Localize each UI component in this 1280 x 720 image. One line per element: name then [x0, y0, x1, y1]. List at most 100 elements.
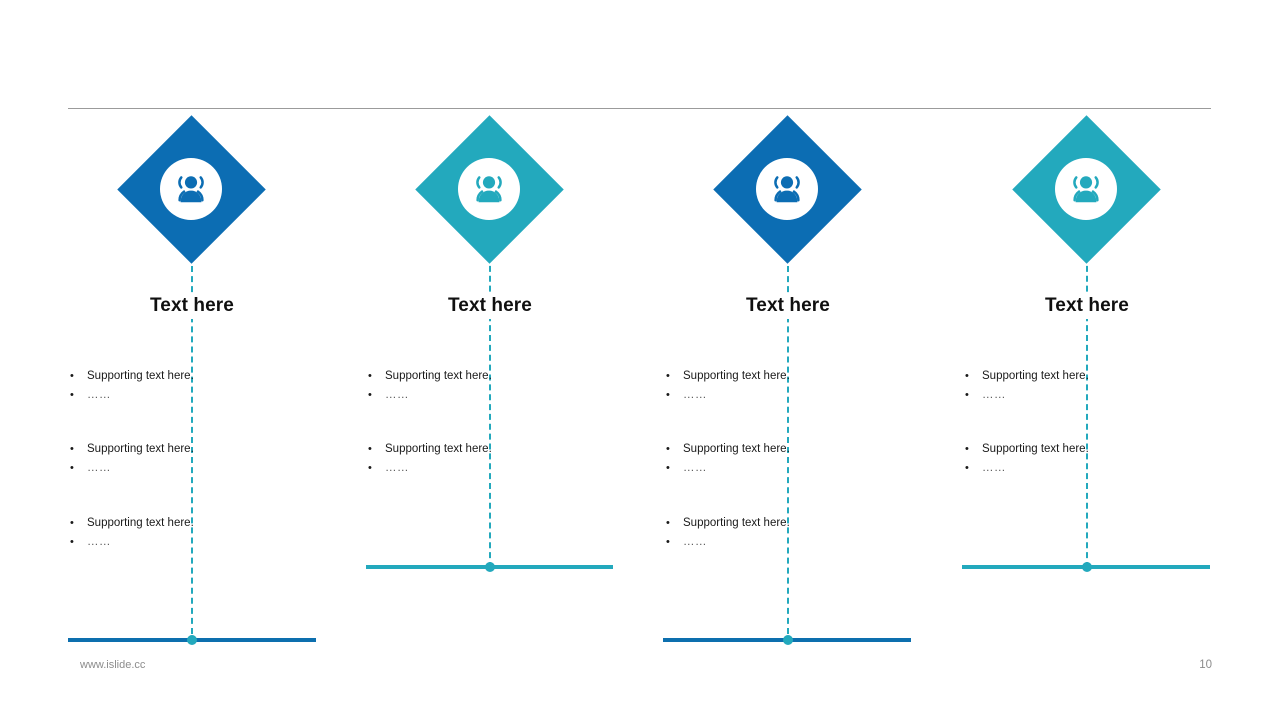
slide-page-number: 10 — [1199, 659, 1212, 671]
bullet-text: …… — [385, 389, 409, 401]
list-item: • Supporting text here. — [666, 369, 916, 384]
bullet-group: • Supporting text here. • …… — [368, 442, 618, 480]
dashed-connector-line — [1086, 256, 1088, 568]
bullet-marker-icon: • — [70, 370, 74, 382]
icon-circle — [458, 158, 520, 220]
bullet-marker-icon: • — [368, 462, 372, 474]
bullet-text: …… — [683, 462, 707, 474]
connector-node-dot — [485, 562, 495, 572]
bullet-text: …… — [385, 462, 409, 474]
connector-node-dot — [783, 635, 793, 645]
list-item: • …… — [965, 388, 1215, 403]
bullet-text: …… — [87, 389, 111, 401]
diamond-badge-2[interactable] — [414, 114, 564, 264]
column-heading: Text here — [42, 293, 342, 319]
people-group-icon — [178, 176, 204, 203]
bullet-marker-icon: • — [666, 462, 670, 474]
bullet-marker-icon: • — [70, 517, 74, 529]
list-item: • Supporting text here. — [965, 369, 1215, 384]
bullet-marker-icon: • — [70, 462, 74, 474]
bullet-text: Supporting text here. — [385, 370, 492, 382]
list-item: • …… — [70, 388, 320, 403]
bullet-group: • Supporting text here. • …… — [70, 516, 320, 554]
infographic-column-1[interactable]: Text here • Supporting text here. • …… •… — [42, 0, 342, 720]
bullet-text: …… — [683, 536, 707, 548]
column-heading: Text here — [340, 293, 640, 319]
list-item: • …… — [70, 461, 320, 476]
bullet-marker-icon: • — [965, 389, 969, 401]
list-item: • Supporting text here. — [965, 442, 1215, 457]
icon-circle — [160, 158, 222, 220]
bullet-text: Supporting text here. — [683, 370, 790, 382]
bullet-text: Supporting text here. — [87, 370, 194, 382]
dashed-connector-line — [787, 256, 789, 644]
bullet-group: • Supporting text here. • …… — [368, 369, 618, 407]
bullet-marker-icon: • — [70, 389, 74, 401]
bullet-group: • Supporting text here. • …… — [666, 369, 916, 407]
diamond-badge-4[interactable] — [1011, 114, 1161, 264]
bullet-marker-icon: • — [666, 443, 670, 455]
top-divider-rule — [68, 108, 1211, 109]
bullet-text: Supporting text here. — [683, 517, 790, 529]
icon-circle — [756, 158, 818, 220]
list-item: • …… — [965, 461, 1215, 476]
people-group-icon — [476, 176, 502, 203]
bullet-marker-icon: • — [368, 370, 372, 382]
people-group-icon — [774, 176, 800, 203]
bullet-group: • Supporting text here. • …… — [965, 442, 1215, 480]
bullet-text: …… — [982, 462, 1006, 474]
bullet-marker-icon: • — [368, 389, 372, 401]
list-item: • …… — [70, 535, 320, 550]
connector-node-dot — [187, 635, 197, 645]
bullet-text: …… — [683, 389, 707, 401]
bullet-text: Supporting text here. — [87, 517, 194, 529]
bullet-text: Supporting text here. — [982, 370, 1089, 382]
column-heading: Text here — [638, 293, 938, 319]
people-group-icon — [1073, 176, 1099, 203]
bullet-text: …… — [87, 536, 111, 548]
list-item: • Supporting text here. — [666, 442, 916, 457]
footer-url[interactable]: www.islide.cc — [80, 659, 146, 671]
diamond-badge-1[interactable] — [116, 114, 266, 264]
bullet-marker-icon: • — [70, 443, 74, 455]
dashed-connector-line — [489, 256, 491, 568]
list-item: • Supporting text here. — [368, 369, 618, 384]
bullet-marker-icon: • — [965, 462, 969, 474]
list-item: • Supporting text here. — [70, 369, 320, 384]
bullet-group: • Supporting text here. • …… — [666, 442, 916, 480]
bullet-text: Supporting text here. — [982, 443, 1089, 455]
list-item: • …… — [666, 388, 916, 403]
connector-node-dot — [1082, 562, 1092, 572]
bullet-marker-icon: • — [70, 536, 74, 548]
diamond-badge-3[interactable] — [712, 114, 862, 264]
infographic-column-4[interactable]: Text here • Supporting text here. • …… •… — [937, 0, 1237, 720]
bullet-marker-icon: • — [666, 389, 670, 401]
list-item: • Supporting text here. — [666, 516, 916, 531]
bullet-text: …… — [982, 389, 1006, 401]
infographic-column-3[interactable]: Text here • Supporting text here. • …… •… — [638, 0, 938, 720]
bullet-text: …… — [87, 462, 111, 474]
bullet-marker-icon: • — [666, 536, 670, 548]
bullet-text: Supporting text here. — [385, 443, 492, 455]
bullet-text: Supporting text here. — [683, 443, 790, 455]
bullet-marker-icon: • — [368, 443, 372, 455]
icon-circle — [1055, 158, 1117, 220]
infographic-column-2[interactable]: Text here • Supporting text here. • …… •… — [340, 0, 640, 720]
bullet-group: • Supporting text here. • …… — [666, 516, 916, 554]
column-heading: Text here — [937, 293, 1237, 319]
bullet-text: Supporting text here. — [87, 443, 194, 455]
bullet-group: • Supporting text here. • …… — [70, 369, 320, 407]
list-item: • …… — [368, 461, 618, 476]
list-item: • Supporting text here. — [70, 442, 320, 457]
bullet-group: • Supporting text here. • …… — [965, 369, 1215, 407]
list-item: • …… — [368, 388, 618, 403]
bullet-marker-icon: • — [965, 370, 969, 382]
list-item: • Supporting text here. — [368, 442, 618, 457]
list-item: • …… — [666, 461, 916, 476]
bullet-marker-icon: • — [666, 370, 670, 382]
bullet-marker-icon: • — [666, 517, 670, 529]
list-item: • Supporting text here. — [70, 516, 320, 531]
bullet-group: • Supporting text here. • …… — [70, 442, 320, 480]
bullet-marker-icon: • — [965, 443, 969, 455]
